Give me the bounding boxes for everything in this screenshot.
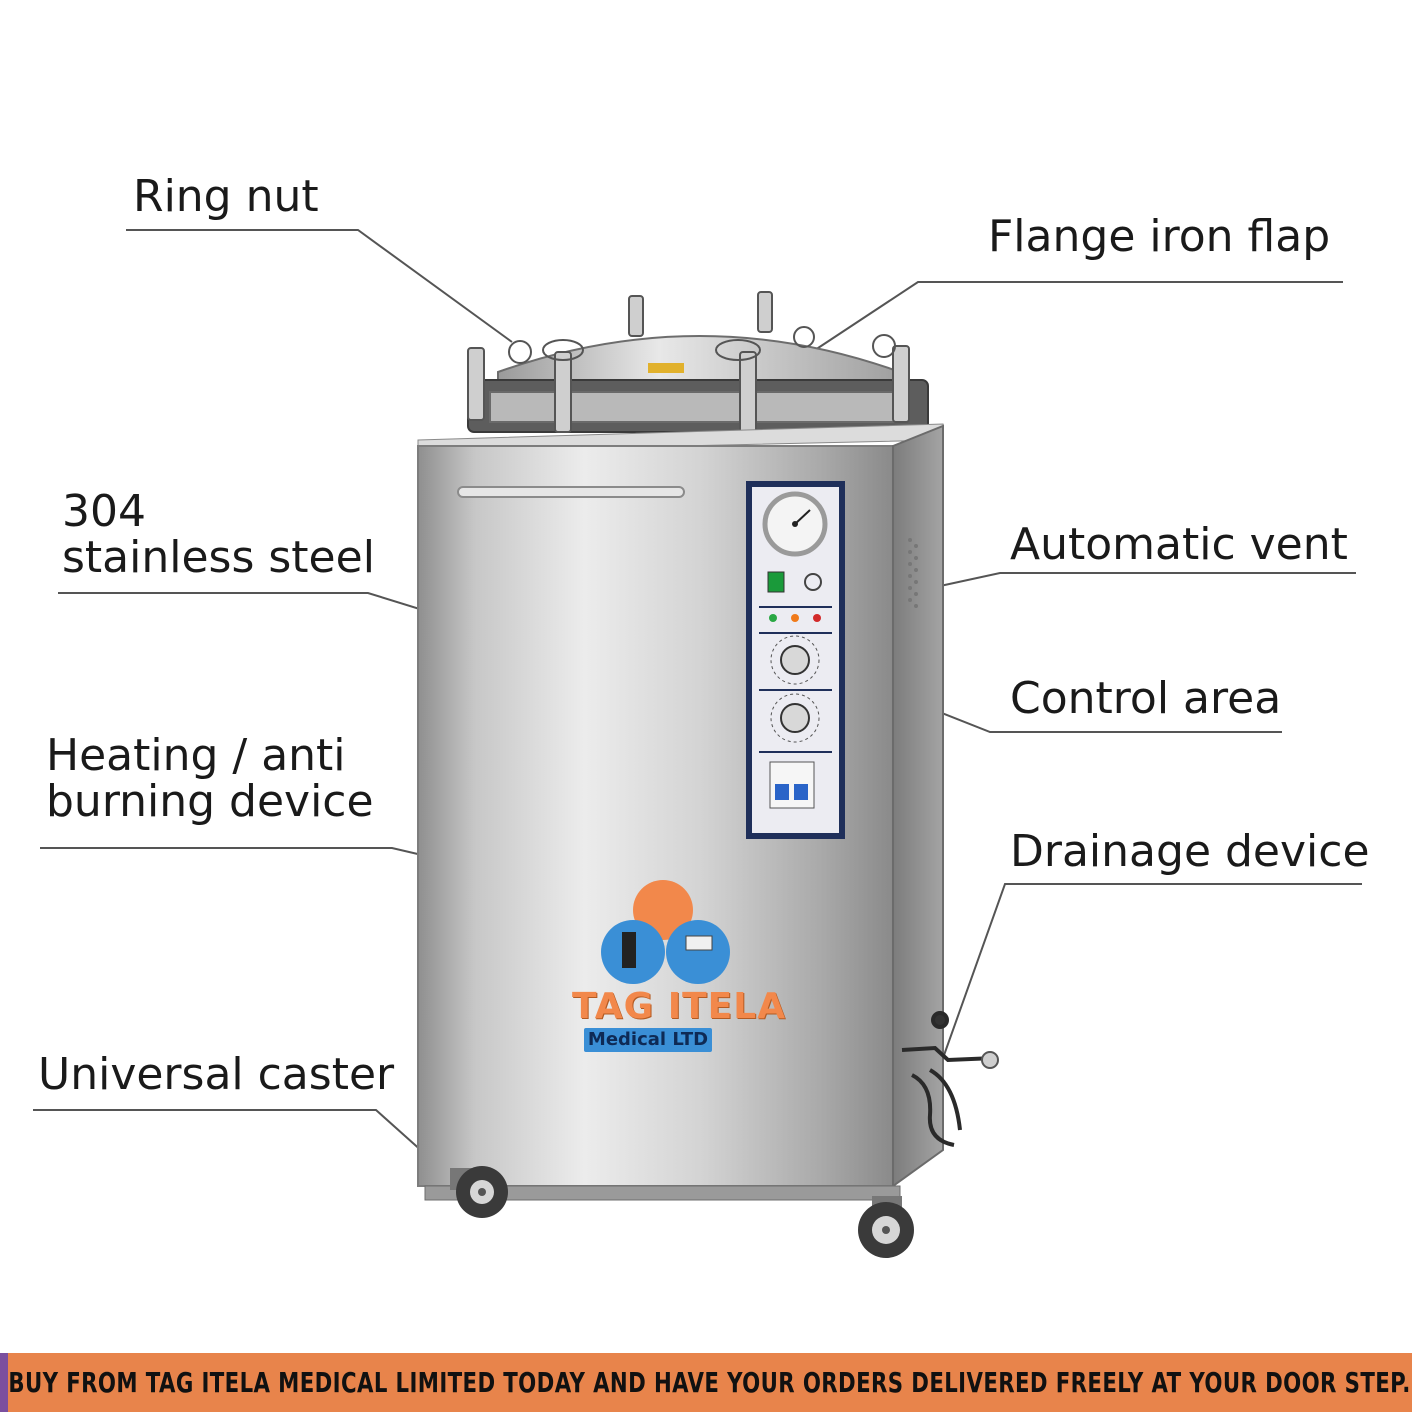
label-flange-iron-flap: Flange iron flap	[988, 211, 1331, 262]
label-heating-line2: burning device	[46, 776, 374, 827]
label-universal-caster: Universal caster	[38, 1049, 395, 1100]
body-side	[892, 424, 944, 1188]
indicator-orange	[791, 614, 799, 622]
leader-flange	[811, 281, 1343, 353]
label-stainless-steel-line1: 304	[62, 486, 146, 537]
promo-banner-text: BUY FROM TAG ITELA MEDICAL LIMITED TODAY…	[8, 1366, 1412, 1399]
label-heating-line1: Heating / anti	[46, 730, 346, 781]
door-handle	[457, 486, 685, 498]
label-ring-nut: Ring nut	[133, 171, 319, 222]
drainage-device	[901, 1011, 999, 1147]
lid-flange-ring	[489, 391, 907, 423]
leader-vent	[916, 572, 1356, 592]
temperature-knob	[780, 645, 810, 675]
indicator-green	[769, 614, 777, 622]
label-stainless-steel: 304 stainless steel	[62, 489, 375, 581]
base-plate	[424, 1185, 901, 1201]
leader-caster	[33, 1109, 463, 1188]
logo-subtitle: Medical LTD	[584, 1028, 712, 1052]
callout-lines	[33, 229, 1362, 1188]
control-panel	[746, 481, 845, 839]
timer-knob	[780, 703, 810, 733]
label-heating-device: Heating / anti burning device	[46, 733, 374, 825]
caster-left	[450, 1166, 508, 1218]
promo-banner: BUY FROM TAG ITELA MEDICAL LIMITED TODAY…	[0, 1353, 1412, 1412]
ring-nuts	[467, 291, 910, 441]
power-switch	[767, 571, 785, 593]
company-logo-emblem	[601, 880, 730, 984]
label-automatic-vent: Automatic vent	[1010, 519, 1348, 570]
casters	[450, 1166, 914, 1258]
caster-right	[858, 1196, 914, 1258]
warning-label	[648, 363, 684, 373]
label-control-area: Control area	[1010, 673, 1282, 724]
vent-grill	[908, 538, 918, 608]
logo-name: TAG ITELA	[572, 986, 787, 1027]
label-drainage-device: Drainage device	[1010, 826, 1370, 877]
label-stainless-steel-line2: stainless steel	[62, 532, 375, 583]
microscope-icon	[622, 932, 636, 968]
autoclave-unit	[417, 291, 999, 1258]
indicator-red	[813, 614, 821, 622]
leader-drain	[942, 883, 1362, 1059]
leader-ring-nut	[126, 229, 513, 343]
